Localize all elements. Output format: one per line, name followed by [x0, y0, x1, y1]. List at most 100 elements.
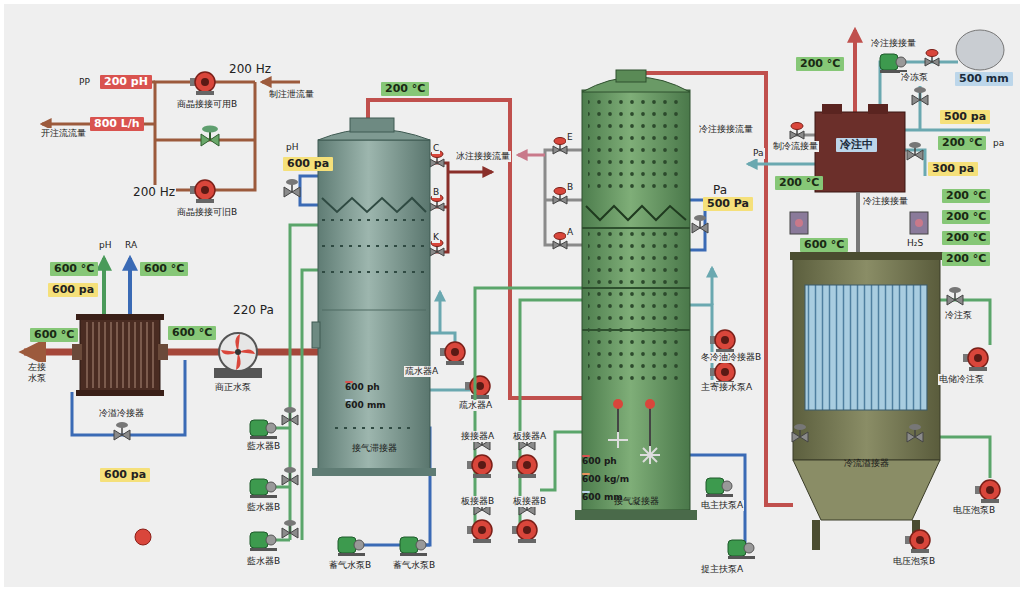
label-text: 制注泄流量: [268, 89, 315, 100]
value-text: 200 °C: [946, 253, 986, 265]
label-text: Pa: [712, 183, 728, 197]
label-text: B: [566, 182, 574, 193]
value-tag: 200 °C: [942, 231, 990, 245]
vessel-name: 接气凝接器: [582, 496, 690, 507]
value-tag: 200 °C: [796, 57, 844, 71]
value-tag: 200 °C: [942, 189, 990, 203]
vessel-name: 接气滞接器: [318, 443, 430, 454]
label-text: 商晶接接可用B: [176, 99, 238, 110]
label-text: 板接器B: [512, 496, 547, 507]
value-tag: 600 ph: [582, 455, 590, 457]
vessel-box: 冷流溢接器: [793, 255, 940, 530]
label-text: 冰注接接流量: [455, 151, 511, 162]
label-text: 商晶接接可旧B: [176, 207, 238, 218]
label-text: 疏水器A: [458, 400, 493, 411]
value-text: 600 kg/m: [582, 474, 590, 485]
value-text: 600 pa: [287, 158, 329, 170]
label-text: 藍水器B: [246, 502, 281, 513]
value-tag: 200 °C: [942, 252, 990, 266]
value-text: 200 °C: [800, 58, 840, 70]
label-text: 200 Hz: [132, 185, 176, 199]
label-text: 220 Pa: [232, 303, 275, 317]
value-text: 200 °C: [942, 137, 982, 149]
label-text: 藍水器B: [246, 556, 281, 567]
value-text: 600 ph: [345, 382, 353, 393]
label-text: 蓄气水泵B: [328, 560, 372, 571]
label-text: H₂S: [906, 238, 924, 249]
label-text: K: [432, 232, 440, 243]
value-tag: 300 pa: [928, 162, 978, 176]
value-text: 500 pa: [944, 111, 986, 123]
value-tag: 500 mm: [955, 72, 1013, 86]
value-tag: 200 °C: [381, 82, 429, 96]
label-text: 电压泡泵B: [952, 505, 996, 516]
value-tag: 600 pa: [100, 468, 150, 482]
label-text: 冬冷油冷接器B: [700, 352, 762, 363]
label-text: pa: [992, 138, 1005, 149]
value-tag: 200 °C: [942, 210, 990, 224]
value-tag: 500 pa: [940, 110, 990, 124]
label-text: 接接器A: [460, 431, 495, 442]
label-text: 板接器B: [460, 496, 495, 507]
value-tag: 600 pa: [48, 283, 98, 297]
label-text: E: [566, 132, 574, 143]
vessel-name: 冷流溢接器: [793, 458, 940, 469]
value-tag: 500 Pa: [703, 197, 753, 211]
label-text: 冷注接接流量: [698, 124, 754, 135]
label-text: 主寄接水泵A: [700, 382, 753, 393]
label-text: 藍水器B: [246, 441, 281, 452]
value-tag: 600 °C: [800, 238, 848, 252]
label-text: B: [432, 187, 440, 198]
value-text: 200 °C: [946, 190, 986, 202]
label-text: 电主扶泵A: [700, 500, 744, 511]
vessel-box: 接气滞接器 600 ph 600 mm: [318, 125, 430, 470]
label-text: 商正水泵: [214, 382, 252, 393]
value-text: 200 °C: [779, 177, 819, 189]
value-text: 600 pa: [52, 284, 94, 296]
value-text: 600 °C: [172, 327, 212, 339]
value-text: 600 mm: [582, 492, 590, 503]
value-text: 600 mm: [345, 400, 353, 411]
label-text: 电储冷注泵: [938, 374, 985, 385]
vessel-box: 冷溢冷接器: [80, 318, 162, 420]
label-text: 冷冻泵: [900, 72, 929, 83]
value-tag: 600 °C: [50, 262, 98, 276]
value-text: 600 °C: [144, 263, 184, 275]
value-tag: 冷注中: [836, 138, 877, 152]
label-text: 蓄气水泵B: [392, 560, 436, 571]
vessel-box: 接气凝接器 600 ph 600 kg/m 600 mm: [582, 88, 690, 520]
value-tag: 600 kg/m: [582, 473, 590, 475]
label-text: pH: [285, 142, 299, 153]
label-text: 疏水器A: [404, 366, 439, 377]
label-text: C: [432, 143, 440, 154]
label-text: 制冷流接量: [772, 141, 819, 152]
value-tag: 600 mm: [582, 491, 590, 493]
value-tag: 600 mm: [345, 399, 353, 401]
vessel-name: 冷溢冷接器: [80, 408, 162, 419]
value-text: 600 °C: [34, 329, 74, 341]
value-tag: 200 pH: [100, 75, 152, 89]
label-text: PP: [78, 77, 91, 88]
value-tag: 200 °C: [938, 136, 986, 150]
value-text: 500 Pa: [707, 198, 749, 210]
label-text: 捉主扶泵A: [700, 564, 744, 575]
label-text: 板接器A: [512, 431, 547, 442]
value-tag: 800 L/h: [90, 117, 144, 131]
value-tag: 600 pa: [283, 157, 333, 171]
value-text: 300 pa: [932, 163, 974, 175]
label-text: 200 Hz: [228, 62, 272, 76]
value-text: 冷注中: [840, 139, 873, 151]
value-text: 500 mm: [959, 73, 1009, 85]
label-text: 冷注接接量: [870, 38, 917, 49]
label-text: A: [566, 227, 574, 238]
value-text: 600 °C: [804, 239, 844, 251]
value-tag: 200 °C: [775, 176, 823, 190]
value-text: 200 pH: [104, 76, 148, 88]
label-text: 冷注泵: [944, 310, 973, 321]
value-text: 200 °C: [385, 83, 425, 95]
label-text: Pa: [752, 148, 765, 159]
value-text: 200 °C: [946, 211, 986, 223]
value-tag: 600 °C: [140, 262, 188, 276]
value-tag: 600 °C: [30, 328, 78, 342]
